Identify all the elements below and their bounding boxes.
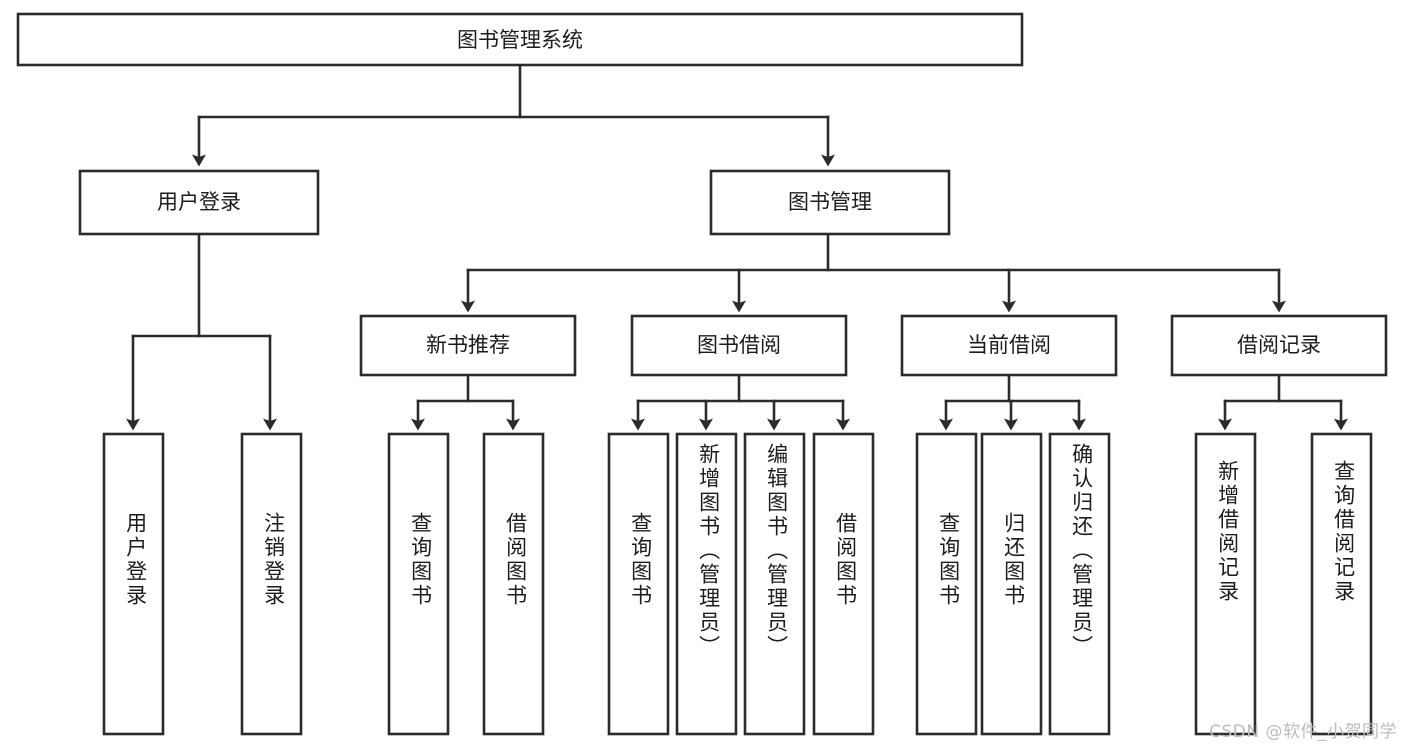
node-book-borrow[interactable]	[630, 314, 848, 377]
node-book-manage-label: 图书管理	[788, 190, 872, 214]
node-leaf-add-record[interactable]	[1194, 432, 1257, 736]
node-leaf-logout[interactable]	[240, 432, 303, 736]
node-leaf-query-book-1[interactable]	[387, 432, 450, 736]
node-leaf-query-record[interactable]	[1310, 432, 1373, 736]
node-borrow-record[interactable]	[1170, 314, 1388, 377]
nodes-layer: 图书管理系统 用户登录 图书管理 新书推荐 图书借阅 当前借阅 借阅记录	[16, 12, 1388, 736]
node-leaf-query-book-3[interactable]	[915, 432, 978, 736]
node-leaf-user-login[interactable]	[102, 432, 165, 736]
node-new-book-rec[interactable]	[359, 314, 577, 377]
node-leaf-return-book[interactable]	[980, 432, 1043, 736]
node-book-manage[interactable]	[709, 169, 951, 236]
node-root-label: 图书管理系统	[457, 28, 583, 52]
node-leaf-borrow-book-1[interactable]	[482, 432, 545, 736]
node-current-borrow[interactable]	[900, 314, 1118, 377]
edges-layer	[126, 63, 1348, 431]
node-leaf-add-book[interactable]	[675, 432, 738, 736]
node-book-borrow-label: 图书借阅	[697, 333, 781, 357]
node-leaf-edit-book[interactable]	[743, 432, 806, 736]
node-root[interactable]	[16, 12, 1024, 67]
node-current-borrow-label: 当前借阅	[967, 333, 1051, 357]
csdn-watermark: CSDN @软件_小贺同学	[1209, 722, 1397, 742]
node-borrow-record-label: 借阅记录	[1237, 333, 1321, 357]
node-leaf-query-book-2[interactable]	[607, 432, 670, 736]
node-new-book-rec-label: 新书推荐	[426, 333, 510, 357]
node-user-login[interactable]	[78, 169, 320, 236]
node-leaf-borrow-book-2[interactable]	[812, 432, 875, 736]
node-leaf-confirm-return[interactable]	[1048, 432, 1111, 736]
node-user-login-label: 用户登录	[157, 190, 241, 214]
